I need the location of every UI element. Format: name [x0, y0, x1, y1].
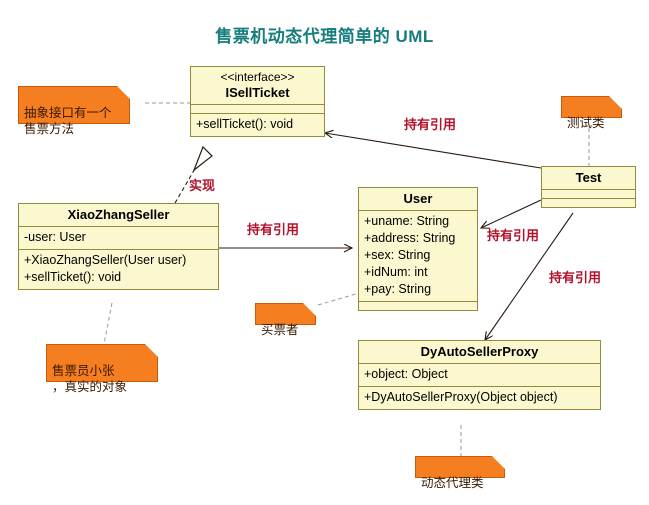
edge-label-test-user: 持有引用 [487, 228, 540, 243]
class-box-test[interactable]: Test [541, 166, 636, 208]
class-box-user[interactable]: User +uname: String +address: String +se… [358, 187, 478, 311]
note-interface[interactable]: 抽象接口有一个 售票方法 [18, 86, 130, 136]
class-header-isellticket: <<interface>> ISellTicket [191, 67, 324, 104]
class-member: +sellTicket(): void [24, 270, 122, 284]
diagram-title: 售票机动态代理简单的 UML [215, 27, 434, 46]
class-attributes-user: +uname: String +address: String +sex: St… [359, 210, 477, 301]
edge-label-realize: 实现 [189, 178, 216, 193]
class-header-user: User [359, 188, 477, 210]
class-attributes-isellticket [191, 104, 324, 113]
class-header-dyautosellerproxy: DyAutoSellerProxy [359, 341, 600, 363]
class-member: +object: Object [364, 367, 448, 381]
class-operations-test [542, 198, 635, 207]
class-name-test: Test [575, 170, 602, 185]
note-proxy[interactable]: 动态代理类 [415, 456, 505, 490]
edge-test-user [481, 199, 542, 228]
note-seller[interactable]: 售票员小张 ，真实的对象 [46, 344, 158, 394]
note-anchor-seller [103, 302, 113, 345]
class-member: +address: String [364, 231, 456, 245]
class-member: +uname: String [364, 214, 450, 228]
class-name-isellticket: ISellTicket [225, 85, 290, 100]
class-attributes-dyautosellerproxy: +object: Object [359, 363, 600, 386]
class-name-dyautosellerproxy: DyAutoSellerProxy [420, 344, 539, 359]
class-box-xiaozhangseller[interactable]: XiaoZhangSeller -user: User +XiaoZhangSe… [18, 203, 219, 290]
class-member: +XiaoZhangSeller(User user) [24, 253, 187, 267]
edge-test-interface [325, 133, 542, 169]
note-fold-icon [303, 303, 316, 316]
edge-label-seller-user: 持有引用 [247, 222, 300, 237]
note-text: 测试类 [567, 116, 605, 130]
note-buyer[interactable]: 买票者 [255, 303, 316, 337]
class-name-user: User [403, 191, 433, 206]
edge-label-test-interface: 持有引用 [404, 117, 457, 132]
note-text: 售票员小张 ，真实的对象 [52, 364, 128, 394]
note-text: 动态代理类 [421, 476, 484, 490]
edge-label-test-proxy: 持有引用 [549, 270, 602, 285]
edge-realization-seller-interface [174, 145, 213, 204]
note-fold-icon [145, 344, 158, 357]
class-operations-isellticket: +sellTicket(): void [191, 113, 324, 136]
class-box-dyautosellerproxy[interactable]: DyAutoSellerProxy +object: Object +DyAut… [358, 340, 601, 410]
class-member: +sex: String [364, 248, 431, 262]
note-anchor-buyer [317, 293, 357, 306]
note-text: 抽象接口有一个 售票方法 [24, 106, 112, 136]
class-member: +DyAutoSellerProxy(Object object) [364, 390, 558, 404]
class-attributes-test [542, 189, 635, 198]
class-operations-user [359, 301, 477, 310]
class-operations-dyautosellerproxy: +DyAutoSellerProxy(Object object) [359, 386, 600, 409]
class-operations-xiaozhangseller: +XiaoZhangSeller(User user) +sellTicket(… [19, 249, 218, 289]
class-header-test: Test [542, 167, 635, 189]
class-member: +pay: String [364, 282, 432, 296]
class-member: +sellTicket(): void [196, 117, 294, 131]
note-test[interactable]: 测试类 [561, 96, 622, 130]
class-member: +idNum: int [364, 265, 428, 279]
note-fold-icon [492, 456, 505, 469]
class-attributes-xiaozhangseller: -user: User [19, 226, 218, 249]
class-header-xiaozhangseller: XiaoZhangSeller [19, 204, 218, 226]
note-fold-icon [609, 96, 622, 109]
class-stereotype-isellticket: <<interface>> [220, 70, 295, 84]
edge-test-proxy [485, 212, 574, 340]
class-member: -user: User [24, 230, 86, 244]
class-name-xiaozhangseller: XiaoZhangSeller [67, 207, 170, 222]
class-box-isellticket[interactable]: <<interface>> ISellTicket +sellTicket():… [190, 66, 325, 137]
note-fold-icon [117, 86, 130, 99]
note-text: 买票者 [261, 323, 299, 337]
